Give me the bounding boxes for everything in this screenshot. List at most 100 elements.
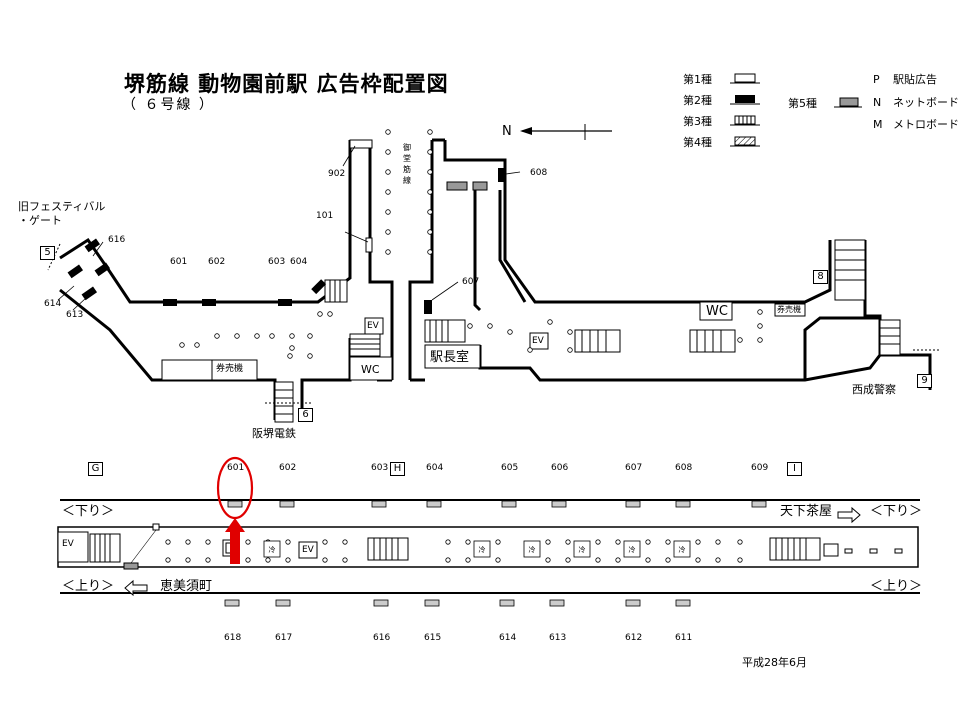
column-dot — [205, 557, 211, 563]
column-dot — [757, 323, 763, 329]
column-dot — [322, 539, 328, 545]
page-title: 堺筋線 動物園前駅 広告枠配置図 — [124, 72, 449, 96]
column-dot — [385, 129, 391, 135]
wc-right — [699, 301, 733, 321]
exit-5: 5 — [40, 246, 55, 260]
exit-8: 8 — [813, 270, 828, 284]
cold-label: 冷 — [529, 545, 536, 554]
column-dot — [427, 189, 433, 195]
exit-6: 6 — [298, 408, 313, 422]
column-dot — [565, 539, 571, 545]
ad-602-label: 602 — [208, 257, 226, 267]
platform-ad-label-608: 608 — [675, 463, 693, 473]
old-festival-gate-label: 旧フェスティバル ・ゲート — [18, 200, 106, 227]
platform-ad-612 — [625, 599, 641, 607]
north-label: N — [502, 124, 512, 139]
ticket-room — [161, 359, 213, 381]
legend-name-n: ネットボード — [893, 96, 959, 109]
midosuji-char: 堂 — [403, 154, 411, 163]
platform-ad-607 — [625, 500, 641, 508]
platform-stairs-right-icon — [769, 537, 821, 561]
legend-code-m: M — [873, 118, 883, 131]
ad-613-label: 613 — [66, 310, 84, 320]
column-dot — [287, 353, 293, 359]
platform-ad-label-607: 607 — [625, 463, 643, 473]
legend-type3-label: 第3種 — [683, 115, 712, 128]
column-dot — [567, 347, 573, 353]
column-dot — [427, 229, 433, 235]
column-dot — [527, 347, 533, 353]
column-dot — [615, 539, 621, 545]
ad-614-panel — [67, 264, 84, 279]
cold-box — [573, 540, 591, 558]
column-dot — [427, 169, 433, 175]
legend-name-m: メトロボード — [893, 118, 959, 131]
column-dot — [254, 333, 260, 339]
column-dot — [665, 557, 671, 563]
cold-label: 冷 — [479, 545, 486, 554]
ad-604-label: 604 — [290, 257, 308, 267]
platform-ad-609 — [751, 500, 767, 508]
stairs-mid-icon — [424, 319, 466, 343]
ad-614-label: 614 — [44, 299, 62, 309]
platform-ad-label-602: 602 — [279, 463, 297, 473]
platform-ad-614 — [499, 599, 515, 607]
ad-616-label: 616 — [108, 235, 126, 245]
cold-label: 冷 — [579, 545, 586, 554]
column-dot — [342, 539, 348, 545]
column-dot — [567, 329, 573, 335]
column-dot — [185, 539, 191, 545]
legend-code-n: N — [873, 96, 882, 109]
midosuji-char: 線 — [403, 176, 411, 185]
platform-ad-603 — [371, 500, 387, 508]
north-arrow-icon — [520, 124, 612, 140]
column-dot — [327, 311, 333, 317]
station-master-label: 駅長室 — [430, 350, 470, 365]
column-dot — [545, 539, 551, 545]
platform-ad-611 — [675, 599, 691, 607]
section-g: G — [88, 462, 103, 476]
type2-panels — [67, 168, 506, 314]
type4-swatch — [734, 136, 756, 146]
column-dot — [737, 539, 743, 545]
column-dot — [595, 557, 601, 563]
legend-code-p: P — [873, 73, 880, 86]
column-dot — [495, 539, 501, 545]
column-dot — [194, 342, 200, 348]
platform-ad-label-603: 603 — [371, 463, 389, 473]
ad-101-label: 101 — [316, 211, 334, 221]
highlight-marker — [216, 456, 254, 564]
legend — [730, 73, 862, 147]
platform-ad-608 — [675, 500, 691, 508]
netboard-2 — [472, 181, 488, 191]
down-right-label: ＜下り＞ — [870, 504, 923, 519]
stairs-exit9-icon — [879, 319, 901, 356]
down-destination-label: 天下茶屋 — [780, 504, 833, 519]
column-dot — [385, 209, 391, 215]
cold-box — [623, 540, 641, 558]
ad-616a-panel — [84, 238, 101, 253]
red-arrow-icon — [225, 518, 245, 564]
column-dot — [307, 333, 313, 339]
platform-ad-panels — [224, 500, 767, 607]
arrow-right-icon — [837, 506, 861, 524]
columns — [179, 129, 763, 359]
type3-swatch — [734, 115, 756, 125]
column-dot — [245, 557, 251, 563]
column-dot — [547, 319, 553, 325]
platform-columns: 冷冷冷冷冷冷 — [165, 539, 743, 563]
platform-ad-label-609: 609 — [751, 463, 769, 473]
platform-ad-label-606: 606 — [551, 463, 569, 473]
column-dot — [234, 333, 240, 339]
cold-box — [673, 540, 691, 558]
column-dot — [715, 557, 721, 563]
wc-center-label: WC — [361, 363, 380, 376]
column-dot — [205, 539, 211, 545]
platform-ad-label-604: 604 — [426, 463, 444, 473]
column-dot — [322, 557, 328, 563]
cold-box — [473, 540, 491, 558]
column-dot — [487, 323, 493, 329]
cold-label: 冷 — [679, 545, 686, 554]
platform-ad-label-618: 618 — [224, 633, 242, 643]
ad-608-label: 608 — [530, 168, 548, 178]
